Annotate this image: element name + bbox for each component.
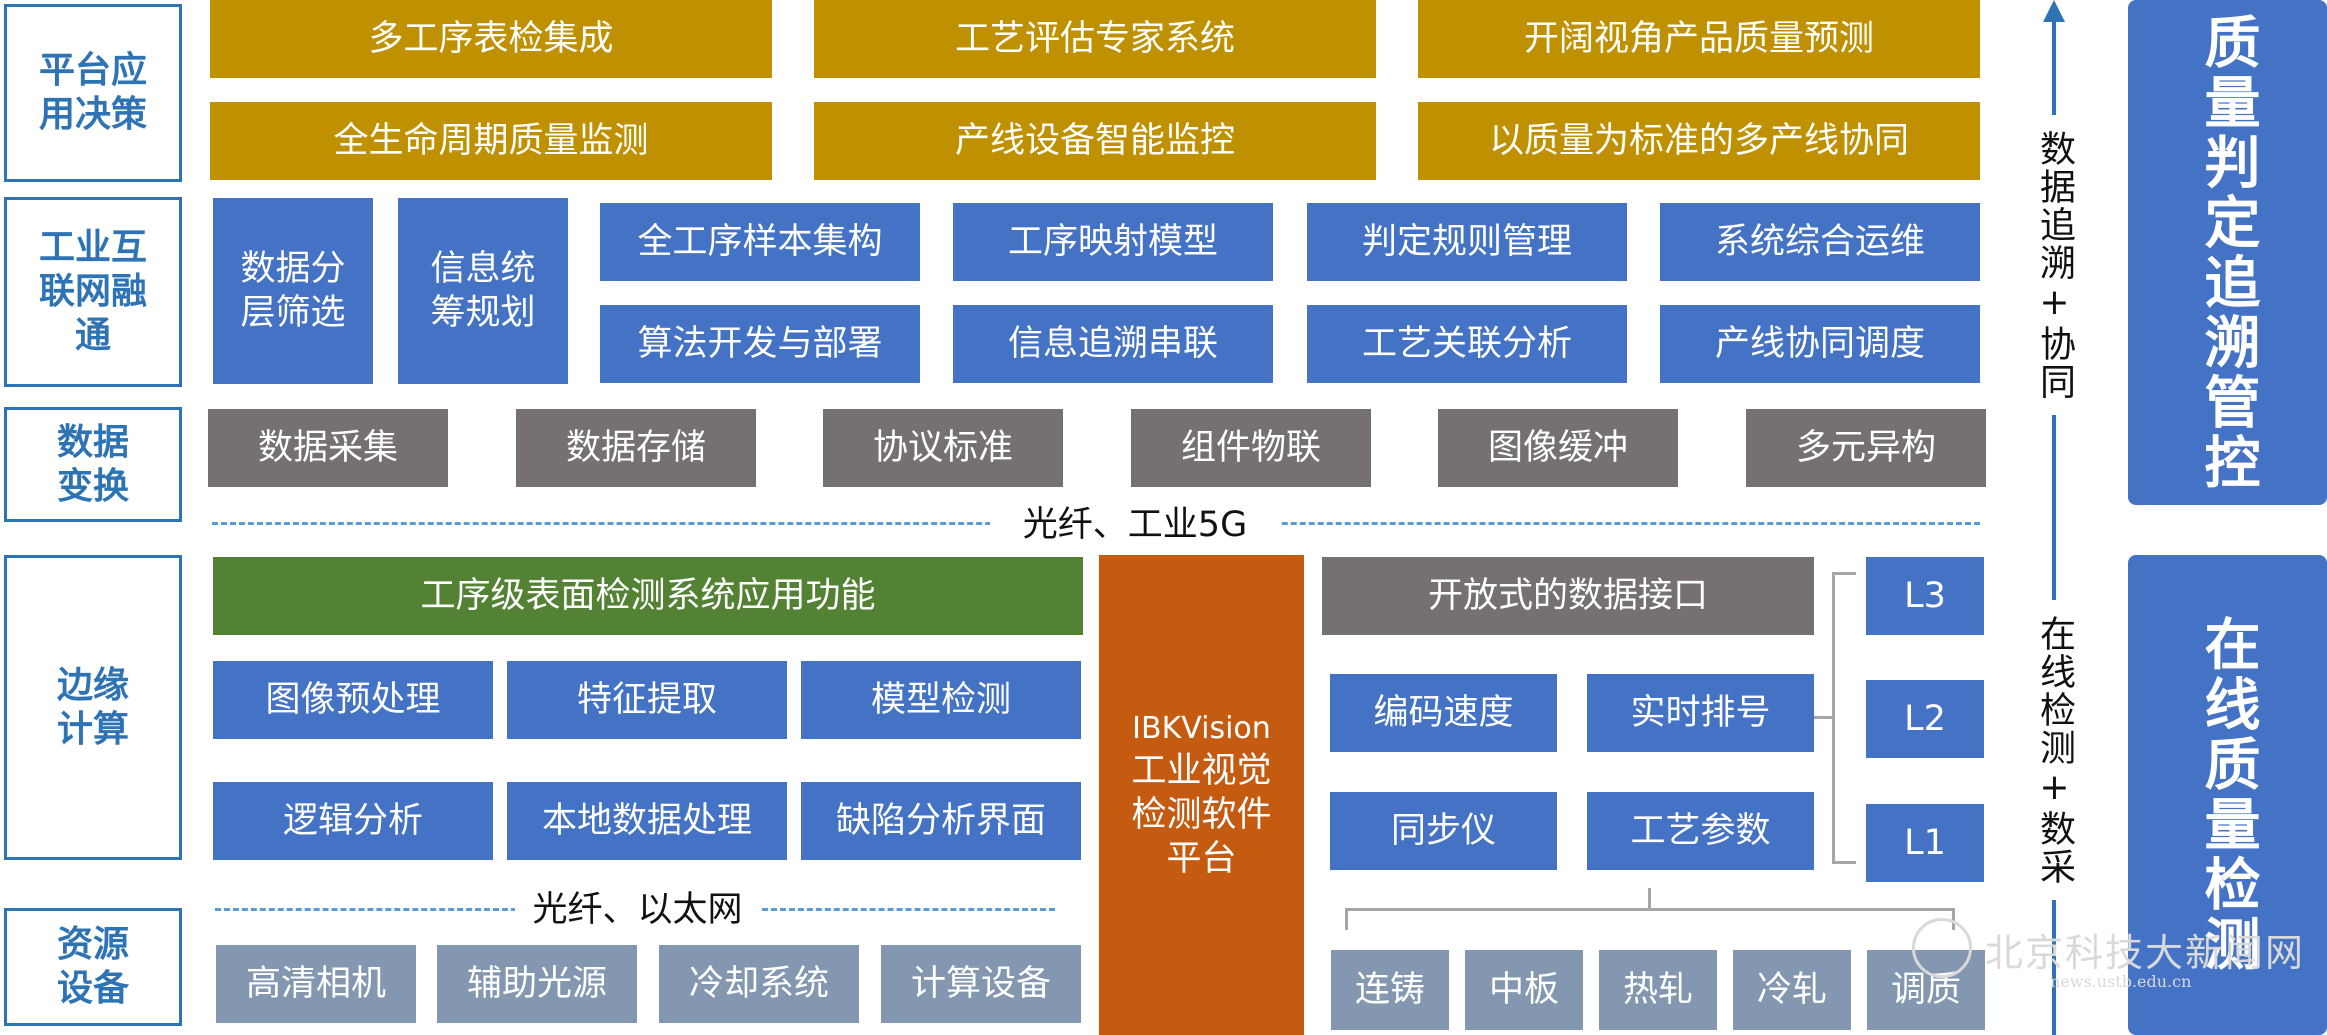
level-bracket-stem — [1814, 716, 1834, 719]
mill-item: 中板 — [1465, 950, 1583, 1030]
interface-item: 编码速度 — [1330, 674, 1557, 752]
layer-label-data-exchange: 数据变换 — [4, 407, 182, 522]
mill-item: 连铸 — [1331, 950, 1449, 1030]
platform-item: 多工序表检集成 — [210, 0, 772, 78]
interface-item: 工艺参数 — [1587, 792, 1814, 870]
edge-item: 缺陷分析界面 — [801, 782, 1081, 860]
iiot-tall-item: 数据分层筛选 — [213, 198, 373, 384]
edge-item: 模型检测 — [801, 661, 1081, 739]
data-interface-title: 开放式的数据接口 — [1322, 557, 1814, 635]
network-label-top: 光纤、工业5G — [990, 503, 1280, 547]
data-item: 多元异构 — [1746, 409, 1986, 487]
platform-item: 工艺评估专家系统 — [814, 0, 1376, 78]
resource-item: 计算设备 — [881, 945, 1081, 1023]
mill-bracket-stem — [1648, 888, 1651, 910]
iiot-item: 判定规则管理 — [1307, 203, 1627, 281]
resource-item: 辅助光源 — [437, 945, 637, 1023]
flow-axis-line — [2052, 20, 2056, 1035]
watermark-text: 北京科技大新闻网 — [1985, 931, 2306, 975]
resource-item: 高清相机 — [216, 945, 416, 1023]
mill-item: 热轧 — [1599, 950, 1717, 1030]
platform-subtitle: 工业视觉检测软件平台 — [1131, 751, 1272, 879]
side-label-upper: 数据追溯+协同 — [2030, 115, 2078, 415]
platform-item: 产线设备智能监控 — [814, 102, 1376, 180]
mill-bracket — [1345, 908, 1955, 930]
platform-name: IBKVision — [1132, 711, 1271, 746]
layer-label-resource: 资源设备 — [4, 908, 182, 1026]
network-label-bottom: 光纤、以太网 — [515, 888, 760, 932]
iiot-item: 工艺关联分析 — [1307, 305, 1627, 383]
edge-item: 本地数据处理 — [507, 782, 787, 860]
edge-item: 图像预处理 — [213, 661, 493, 739]
interface-item: 实时排号 — [1587, 674, 1814, 752]
layer-label-edge: 边缘计算 — [4, 555, 182, 860]
interface-item: 同步仪 — [1330, 792, 1557, 870]
side-label-lower: 在线检测+数采 — [2030, 600, 2078, 900]
layer-label-iiot: 工业互联网融通 — [4, 197, 182, 387]
iiot-item: 算法开发与部署 — [600, 305, 920, 383]
iiot-item: 信息追溯串联 — [953, 305, 1273, 383]
mill-item: 冷轧 — [1733, 950, 1851, 1030]
level-box: L3 — [1866, 557, 1984, 635]
arrow-up-icon — [2043, 0, 2065, 22]
platform-item: 以质量为标准的多产线协同 — [1418, 102, 1980, 180]
data-item: 数据采集 — [208, 409, 448, 487]
online-quality-detection-box: 在线质量检测 — [2128, 555, 2327, 1035]
data-item: 协议标准 — [823, 409, 1063, 487]
ustb-seal-icon — [1912, 918, 1972, 978]
level-box: L1 — [1866, 804, 1984, 882]
edge-item: 逻辑分析 — [213, 782, 493, 860]
watermark-url: news.ustb.edu.cn — [2050, 972, 2192, 991]
iiot-item: 系统综合运维 — [1660, 203, 1980, 281]
layer-label-platform: 平台应用决策 — [4, 4, 182, 182]
quality-traceability-box: 质量判定追溯管控 — [2128, 0, 2327, 505]
level-box: L2 — [1866, 680, 1984, 758]
iiot-item: 工序映射模型 — [953, 203, 1273, 281]
ibkvision-platform-box: IBKVision 工业视觉检测软件平台 — [1099, 555, 1304, 1035]
platform-item: 全生命周期质量监测 — [210, 102, 772, 180]
data-item: 组件物联 — [1131, 409, 1371, 487]
data-item: 图像缓冲 — [1438, 409, 1678, 487]
data-item: 数据存储 — [516, 409, 756, 487]
iiot-tall-item: 信息统筹规划 — [398, 198, 568, 384]
edge-function-title: 工序级表面检测系统应用功能 — [213, 557, 1083, 635]
edge-item: 特征提取 — [507, 661, 787, 739]
resource-item: 冷却系统 — [659, 945, 859, 1023]
iiot-item: 产线协同调度 — [1660, 305, 1980, 383]
level-bracket — [1832, 572, 1856, 864]
iiot-item: 全工序样本集构 — [600, 203, 920, 281]
platform-item: 开阔视角产品质量预测 — [1418, 0, 1980, 78]
